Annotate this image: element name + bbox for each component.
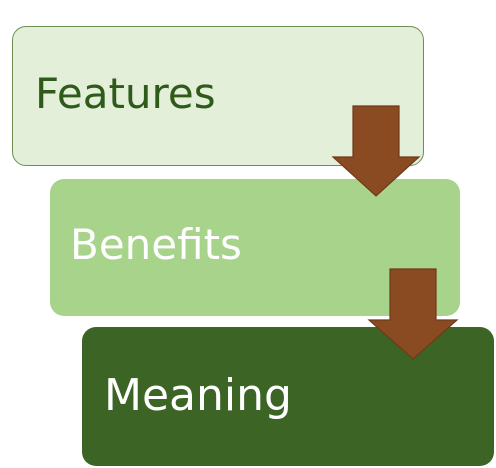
step-features-label: Features — [35, 69, 216, 118]
step-features-box: Features — [12, 26, 424, 166]
down-arrow-icon — [331, 105, 421, 197]
step-benefits-label: Benefits — [70, 219, 242, 269]
step-meaning-label: Meaning — [104, 369, 292, 421]
down-arrow-icon — [367, 268, 459, 360]
step-meaning-box: Meaning — [82, 327, 494, 466]
